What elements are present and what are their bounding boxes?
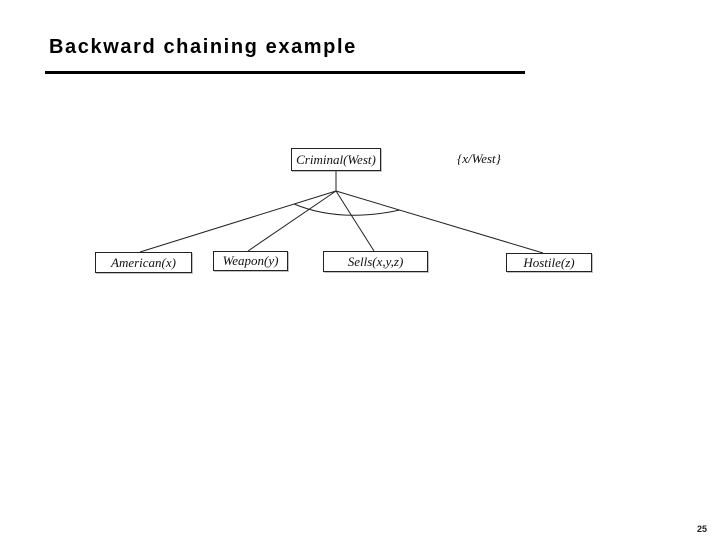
- edge-goal-sells: [335, 190, 375, 252]
- node-hostile-z: Hostile(z): [506, 253, 592, 272]
- page-number: 25: [696, 524, 707, 534]
- slide-title: Backward chaining example: [49, 36, 357, 58]
- node-criminal-west: Criminal(West): [291, 148, 381, 171]
- node-sells-xyz: Sells(x,y,z): [323, 251, 428, 272]
- node-american-x: American(x): [95, 252, 192, 273]
- edge-goal-american: [139, 190, 337, 253]
- node-weapon-y: Weapon(y): [213, 251, 288, 271]
- edge-goal-hostile: [335, 190, 544, 254]
- title-underline: [45, 71, 525, 74]
- edge-goal-weapon: [247, 190, 337, 252]
- and-arc: [293, 203, 401, 216]
- substitution-label: {x/West}: [457, 151, 501, 166]
